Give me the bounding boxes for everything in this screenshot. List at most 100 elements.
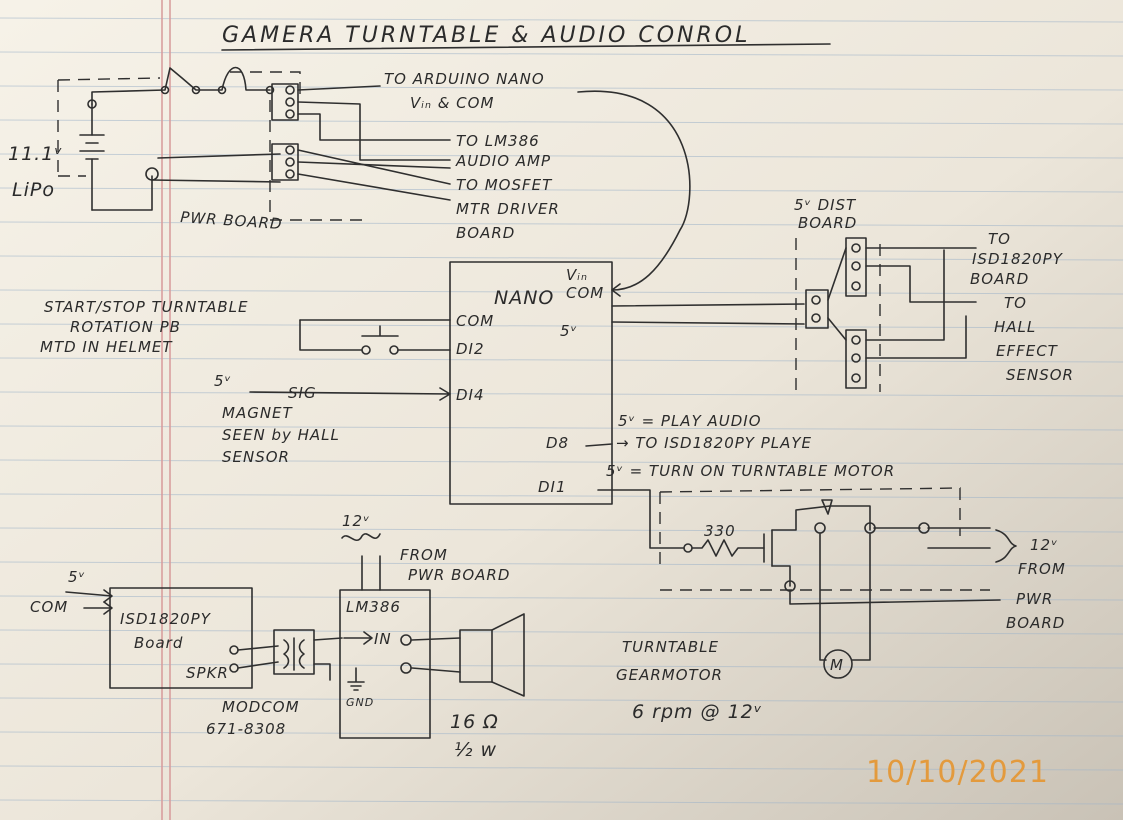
- motor-supply-3: PWR: [1016, 590, 1053, 608]
- ruled-line: [0, 51, 1123, 57]
- lm386-in-label: IN: [374, 630, 392, 648]
- ruled-lines: [0, 17, 1123, 805]
- to-mosfet-label-3: BOARD: [456, 224, 515, 242]
- dist-board-terminals: [795, 237, 977, 392]
- ruled-line: [0, 561, 1123, 567]
- battery-type: LiPo: [12, 179, 55, 201]
- speaker-power: ½ w: [454, 739, 497, 761]
- speaker-icon: [459, 613, 525, 697]
- to-hall-label-1: TO: [1004, 294, 1027, 312]
- pushbutton-label-2: ROTATION PB: [70, 318, 181, 336]
- d8-note-2: → TO ISD1820PY PLAYE: [616, 434, 812, 452]
- to-nano-label: TO ARDUINO NANO: [384, 70, 545, 88]
- hall-5v-label: 5ᵛ: [214, 372, 232, 390]
- nano-label: NANO: [494, 287, 554, 309]
- ruled-line: [0, 119, 1123, 125]
- pushbutton-label-3: MTD IN HELMET: [40, 338, 173, 356]
- ruled-line: [0, 85, 1123, 91]
- d11-note-text: 5ᵛ = TURN ON TURNTABLE MOTOR: [606, 462, 895, 480]
- ruled-line: [0, 323, 1123, 329]
- nano-5v-wires: [611, 303, 805, 325]
- motor-supply-4: BOARD: [1006, 614, 1065, 632]
- nano-5v-pin: 5ᵛ: [560, 322, 578, 340]
- hall-input-label-3: SENSOR: [222, 448, 290, 466]
- ruled-line: [0, 663, 1123, 669]
- resistor-value: 330: [704, 522, 736, 540]
- ruled-line: [0, 459, 1123, 465]
- to-hall-label-2: HALL: [994, 318, 1036, 336]
- isd-5v-label: 5ᵛ: [68, 568, 86, 586]
- to-hall-label-3: EFFECT: [996, 342, 1059, 360]
- power-section: 11.1ᵛ LiPo: [8, 66, 451, 221]
- hall-input-label-2: SEEN by HALL: [222, 426, 340, 444]
- to-mosfet-label: TO MOSFET: [456, 176, 553, 194]
- nano-com-in-pin: COM: [456, 312, 494, 330]
- ruled-line: [0, 17, 1123, 23]
- ruled-line: [0, 765, 1123, 771]
- ruled-line: [0, 595, 1123, 601]
- ruled-line: [0, 289, 1123, 295]
- pushbutton-icon: [299, 319, 451, 355]
- isd-board-name: ISD1820PY: [120, 610, 212, 628]
- hall-sig-label: SIG: [288, 384, 317, 402]
- nano-di4-pin: DI4: [456, 386, 485, 404]
- to-isd-label-3: BOARD: [970, 270, 1029, 288]
- d8-note-1: 5ᵛ = PLAY AUDIO: [618, 412, 762, 430]
- to-hall-label-4: SENSOR: [1006, 366, 1074, 384]
- lm386-from-label: FROM: [400, 546, 448, 564]
- pushbutton-label-1: START/STOP TURNTABLE: [44, 298, 248, 316]
- hall-input-label-1: MAGNET: [222, 404, 294, 422]
- ruled-line: [0, 221, 1123, 227]
- lm386-supply-label: 12ᵛ: [342, 512, 370, 530]
- lm386-name: LM386: [346, 598, 401, 616]
- to-amp-label: TO LM386: [456, 132, 540, 150]
- to-nano-label-2: Vᵢₙ & COM: [410, 94, 494, 112]
- title-underline: [221, 43, 831, 51]
- arduino-nano-block: [449, 261, 613, 505]
- isd-com-label: COM: [30, 598, 68, 616]
- dist-board-label-2: BOARD: [798, 214, 857, 232]
- ruled-line: [0, 391, 1123, 397]
- to-isd-label-1: TO: [988, 230, 1011, 248]
- speaker-impedance: 16 Ω: [450, 711, 499, 733]
- nano-vin-pin: Vᵢₙ: [566, 266, 588, 284]
- ruled-line: [0, 425, 1123, 431]
- motor-supply-1: 12ᵛ: [1030, 536, 1058, 554]
- ruled-line: [0, 697, 1123, 703]
- isd1820-board: [65, 587, 279, 689]
- mosfet-driver-circuit: [597, 487, 1017, 679]
- nano-di2-pin: DI2: [456, 340, 485, 358]
- gearmotor-label-2: GEARMOTOR: [616, 666, 723, 684]
- to-amp-label-2: AUDIO AMP: [455, 152, 551, 170]
- isd-board-name-2: Board: [134, 634, 183, 652]
- nano-com-pin: COM: [566, 284, 604, 302]
- transformer-label-2: 671-8308: [206, 720, 286, 738]
- to-isd-label-2: ISD1820PY: [972, 250, 1064, 268]
- ruled-line: [0, 255, 1123, 261]
- gearmotor-label-1: TURNTABLE: [622, 638, 719, 656]
- ruled-line: [0, 357, 1123, 363]
- lm386-amp-block: [339, 533, 461, 739]
- motor-supply-2: FROM: [1018, 560, 1066, 578]
- nano-d11-pin: DI1: [538, 478, 567, 496]
- nano-d8-pin: D8: [546, 434, 569, 452]
- motor-symbol-label: M: [830, 656, 844, 674]
- lm386-gnd-label: GND: [346, 696, 374, 709]
- dist-board-label-1: 5ᵛ DIST: [794, 196, 857, 214]
- ruled-line: [0, 187, 1123, 193]
- ruled-line: [0, 629, 1123, 635]
- battery-voltage: 11.1ᵛ: [8, 143, 63, 165]
- vin-com-wire: [577, 90, 691, 291]
- to-mosfet-label-2: MTR DRIVER: [456, 200, 560, 218]
- transformer-label-1: MODCOM: [222, 698, 300, 716]
- ruled-line: [0, 527, 1123, 533]
- transformer-icon: [273, 629, 343, 681]
- isd-spkr-label: SPKR: [186, 664, 229, 682]
- ruled-line: [0, 493, 1123, 499]
- date-stamp: 10/10/2021: [866, 755, 1049, 790]
- gearmotor-label-3: 6 rpm @ 12ᵛ: [632, 701, 763, 723]
- diagram-title: GAMERA TURNTABLE & AUDIO CONROL: [222, 23, 750, 48]
- lm386-from-label-2: PWR BOARD: [408, 566, 510, 584]
